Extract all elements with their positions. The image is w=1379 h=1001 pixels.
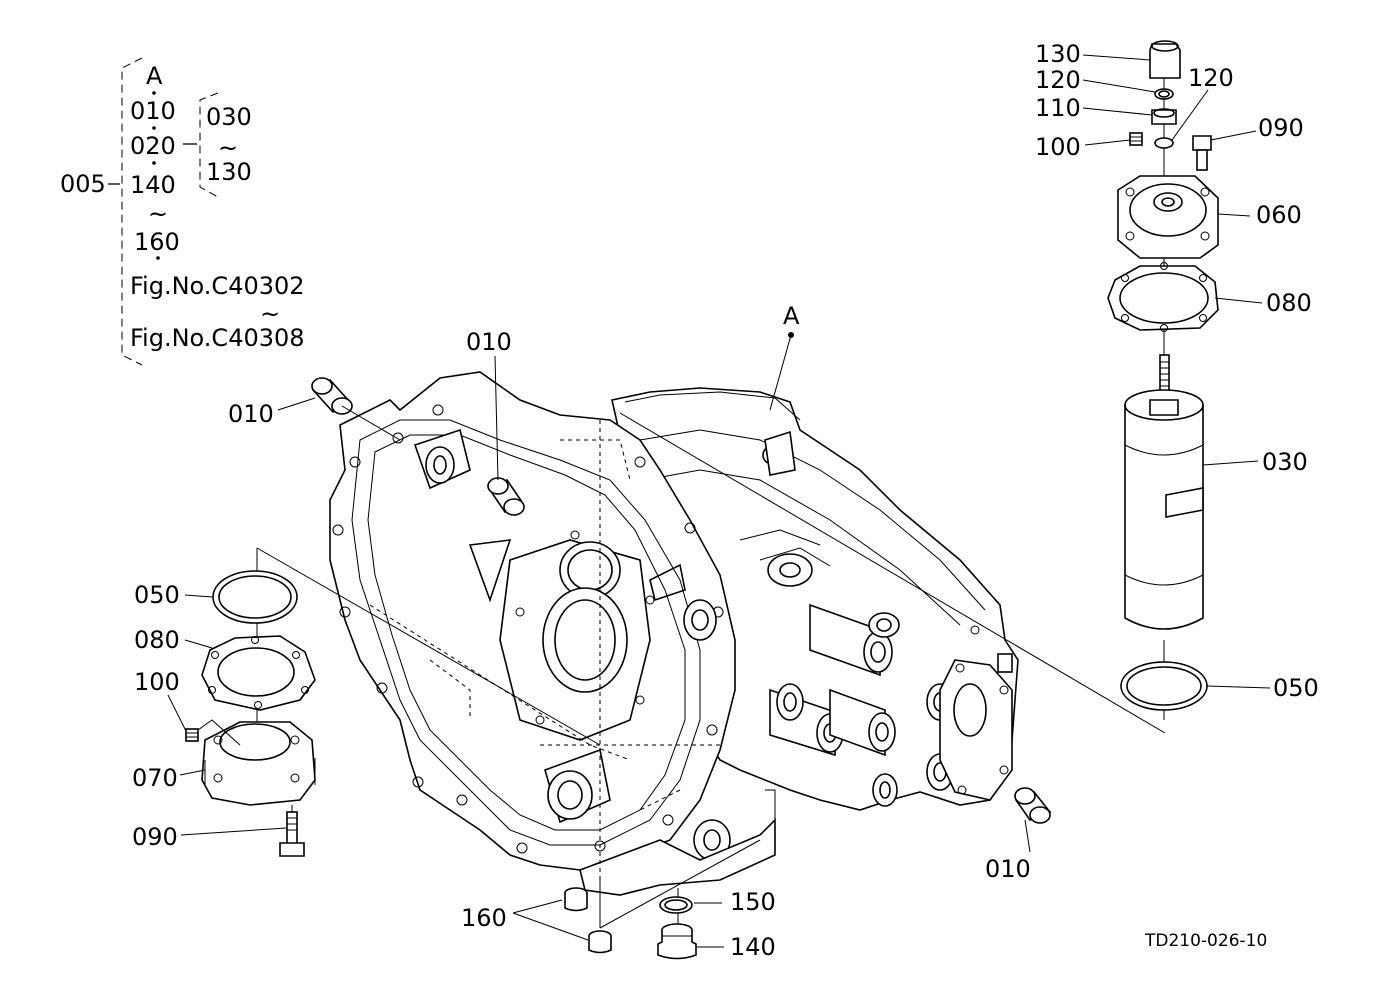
legend-root-label: 005 — [60, 170, 106, 198]
bolt-090-right — [1196, 149, 1208, 171]
callout-080-left: 080 — [134, 626, 180, 654]
callout-010-left: 010 — [228, 400, 274, 428]
legend-item-a: A — [146, 62, 163, 90]
plug-160-b — [588, 936, 612, 954]
callout-140: 140 — [730, 933, 776, 961]
legend-item-140: 140 — [130, 171, 176, 199]
legend-sub-030: 030 — [206, 103, 252, 131]
legend-sub-tilde: ~ — [218, 134, 238, 162]
plug-160-a — [564, 893, 588, 912]
gasket-080-left — [201, 635, 316, 711]
callout-100-right: 100 — [1035, 133, 1081, 161]
callout-120-b: 120 — [1188, 64, 1234, 92]
bolt-090-left — [286, 811, 298, 845]
legend-item-160: 160 — [134, 228, 180, 256]
legend-tilde-2: ~ — [260, 300, 280, 328]
plug-140 — [657, 930, 697, 960]
callout-a: A — [783, 302, 800, 330]
callout-150: 150 — [730, 888, 776, 916]
callout-130: 130 — [1035, 40, 1081, 68]
callout-090-left: 090 — [132, 823, 178, 851]
callout-050-right: 050 — [1273, 674, 1319, 702]
callout-050-left: 050 — [134, 581, 180, 609]
legend-fig-end: Fig.No.C40308 — [130, 324, 305, 352]
callout-010-top: 010 — [466, 328, 512, 356]
cylinder-030 — [1124, 404, 1204, 630]
plug-100-right — [1129, 132, 1143, 146]
left-exploded-parts — [185, 547, 601, 857]
leader-lines — [167, 54, 1271, 948]
legend-sub-130: 130 — [206, 158, 252, 186]
callout-010-right: 010 — [985, 855, 1031, 883]
o-ring-050-right — [1120, 661, 1208, 711]
callout-060: 060 — [1256, 201, 1302, 229]
right-exploded-parts — [619, 40, 1219, 734]
callout-080-right: 080 — [1266, 289, 1312, 317]
plug-100-left — [185, 728, 199, 742]
callout-labels: A 010 010 010 050 080 100 070 090 160 15… — [132, 40, 1319, 961]
bushing-010-left — [311, 377, 333, 395]
callout-090-right: 090 — [1258, 114, 1304, 142]
legend-item-010: 010 — [130, 97, 176, 125]
transmission-case — [329, 371, 1019, 896]
gasket-080-right — [1107, 265, 1219, 331]
bottom-plugs — [564, 839, 761, 960]
legend-tilde-1: ~ — [148, 200, 168, 228]
o-ring-050-left — [212, 570, 298, 624]
legend-item-020: 020 — [130, 132, 176, 160]
bushing-010-top — [487, 477, 509, 495]
washer-120-top — [1154, 88, 1174, 100]
callout-120-a: 120 — [1035, 66, 1081, 94]
drawing-code: TD210-026-10 — [1144, 931, 1267, 951]
legend: 005 A 010 020 140 ~ 160 Fig.No.C40302 ~ … — [60, 57, 305, 366]
cover-070 — [201, 721, 316, 806]
callout-110: 110 — [1035, 94, 1081, 122]
callout-030: 030 — [1262, 448, 1308, 476]
callout-100-left: 100 — [134, 668, 180, 696]
washer-120-lower — [1154, 137, 1174, 149]
legend-fig-start: Fig.No.C40302 — [130, 272, 305, 300]
bushing-010-right — [1014, 787, 1036, 805]
callout-070: 070 — [132, 764, 178, 792]
bushings-010 — [311, 377, 1052, 824]
callout-160: 160 — [461, 904, 507, 932]
